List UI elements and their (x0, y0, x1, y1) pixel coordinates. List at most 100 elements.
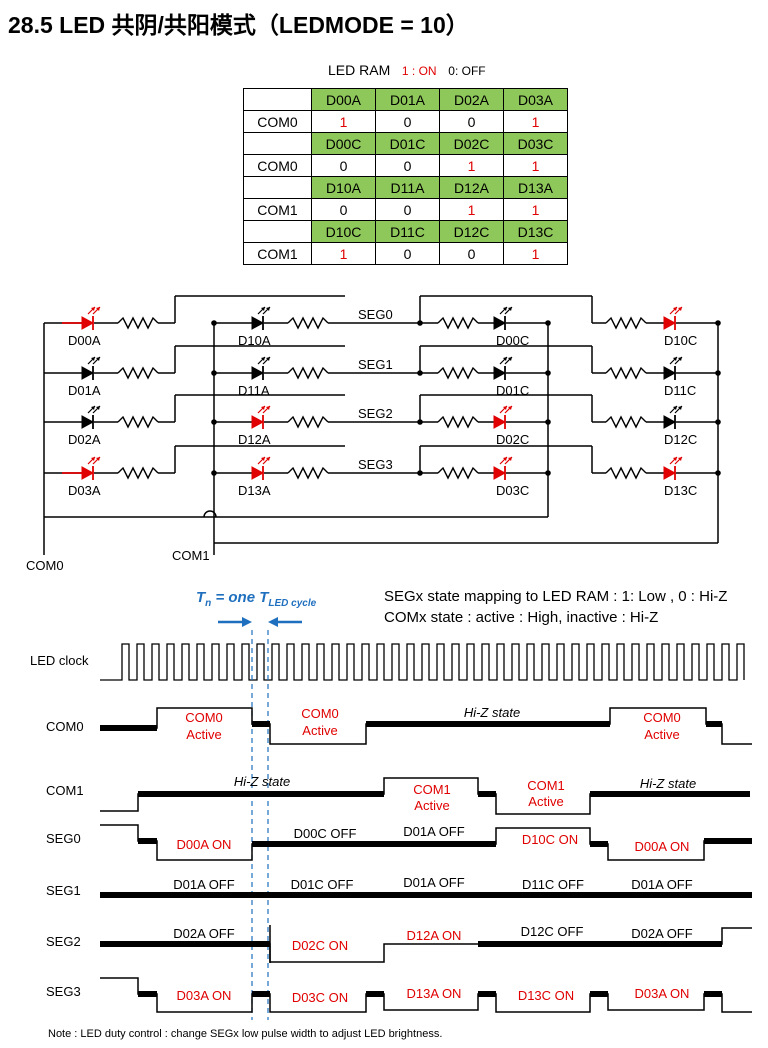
ram-header-cell: D03C (503, 132, 568, 155)
resistor-symbol (117, 466, 159, 480)
seg-label: SEG2 (358, 406, 393, 421)
led-label-col4: D10C (664, 333, 697, 348)
resistor-symbol (117, 366, 159, 380)
led-label-col4: D11C (664, 383, 696, 398)
junction-dot (545, 320, 551, 326)
ram-value-cell: 0 (439, 242, 504, 265)
led-arrow (673, 457, 677, 461)
ram-com-label: COM1 (243, 242, 312, 265)
led-symbol (81, 415, 95, 429)
led-symbol (251, 366, 265, 380)
com0-label: COM0 (301, 706, 339, 721)
resistor-symbol (437, 316, 479, 330)
seg3-label: D03C ON (292, 990, 348, 1005)
ram-header-cell: D12A (439, 176, 504, 199)
ram-value-cell: 0 (375, 242, 440, 265)
led-symbol (251, 466, 265, 480)
led-arrow (91, 307, 95, 311)
ram-value-cell: 1 (503, 242, 568, 265)
led-label-col3: D00C (496, 333, 529, 348)
resistor-symbol (605, 415, 647, 429)
com1-label: Active (528, 794, 563, 809)
seg-label: SEG3 (358, 457, 393, 472)
seg3-waveform (100, 977, 752, 1013)
junction-dot (545, 470, 551, 476)
led-label-col1: D00A (68, 333, 101, 348)
com1-label: Active (414, 798, 449, 813)
resistor-symbol (605, 316, 647, 330)
led-symbol (493, 316, 507, 330)
led-arrow (91, 406, 95, 410)
led-symbol (251, 316, 265, 330)
led-arrow (503, 357, 507, 361)
com0-label: Active (644, 727, 679, 742)
led-arrow (96, 406, 100, 410)
ram-com-label: COM0 (243, 110, 312, 133)
resistor-symbol (287, 415, 329, 429)
resistor-symbol (437, 466, 479, 480)
led-arrow (266, 307, 270, 311)
led-arrow (678, 357, 682, 361)
junction-dot (715, 320, 721, 326)
footnote: Note : LED duty control : change SEGx lo… (48, 1028, 443, 1040)
seg1-label: D11C OFF (522, 877, 584, 892)
seg0-label: D01A OFF (403, 824, 464, 839)
legend-off: 0: OFF (448, 64, 486, 78)
ram-header-cell: D01C (375, 132, 440, 155)
junction-dot (211, 419, 217, 425)
led-label-col2: D10A (238, 333, 271, 348)
seg2-label: D12A ON (407, 928, 462, 943)
led-label-col2: D13A (238, 483, 271, 498)
seg0-label: D10C ON (522, 832, 578, 847)
seg2-label: D02A OFF (173, 926, 234, 941)
seg2-label: D02A OFF (631, 926, 692, 941)
junction-dot (211, 470, 217, 476)
led-label-col4: D13C (664, 483, 697, 498)
seg-label: SEG1 (358, 357, 393, 372)
seg1-label: D01A OFF (173, 877, 234, 892)
ram-header-cell: D13C (503, 220, 568, 243)
led-symbol (493, 466, 507, 480)
resistor-symbol (605, 466, 647, 480)
com0-label: COM0 (26, 558, 64, 573)
legend-label: LED RAM (328, 62, 391, 78)
seg2-label: D12C OFF (521, 924, 584, 939)
led-arrow (503, 406, 507, 410)
resistor-symbol (437, 366, 479, 380)
led-label-col1: D02A (68, 432, 101, 447)
led-arrow (261, 457, 265, 461)
ram-header-cell: D12C (439, 220, 504, 243)
junction-dot (715, 470, 721, 476)
resistor-symbol (117, 316, 159, 330)
com0-label: Active (186, 727, 221, 742)
resistor-symbol (117, 415, 159, 429)
com0-label: Hi-Z state (464, 705, 520, 720)
led-arrow (508, 406, 512, 410)
led-arrow (678, 406, 682, 410)
seg3-label: D03A ON (635, 986, 690, 1001)
led-arrow (508, 457, 512, 461)
ram-legend: LED RAM 1 : ON 0: OFF (328, 62, 486, 78)
led-arrow (266, 406, 270, 410)
led-arrow (266, 457, 270, 461)
led-clock-waveform (100, 643, 745, 681)
led-arrow (91, 357, 95, 361)
seg0-label: D00C OFF (294, 826, 357, 841)
led-label-col3: D03C (496, 483, 529, 498)
led-symbol (663, 466, 677, 480)
led-arrow (673, 357, 677, 361)
resistor-symbol (287, 316, 329, 330)
junction-dot (715, 419, 721, 425)
tn-label: Tn = one TLED cycle (196, 589, 317, 609)
ram-header-cell: D03A (503, 88, 568, 111)
page-title: 28.5 LED 共阴/共阳模式（LEDMODE = 10） (8, 12, 469, 38)
resistor-symbol (605, 366, 647, 380)
led-label-col3: D02C (496, 432, 529, 447)
led-arrow (508, 357, 512, 361)
ram-header-cell: D13A (503, 176, 568, 199)
com1-label: COM1 (172, 548, 210, 563)
led-arrow (503, 307, 507, 311)
led-label-col4: D12C (664, 432, 697, 447)
signal-label-com0: COM0 (46, 719, 84, 734)
